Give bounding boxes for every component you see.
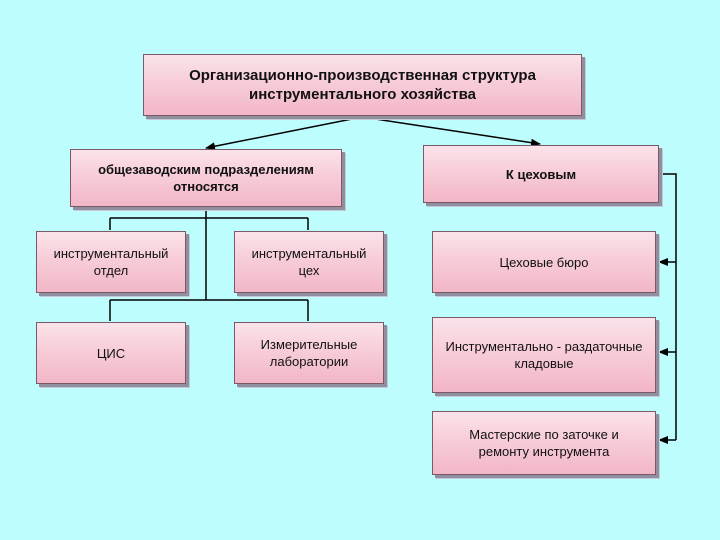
left-branch-label: общезаводским подразделениям относятся — [98, 162, 314, 194]
left-item-label: инструментальный цех — [251, 246, 367, 278]
right-branch-label: К цеховым — [505, 166, 577, 182]
right-item-label: Цеховые бюро — [499, 254, 589, 270]
left-item-measurement-labs: Измерительные лаборатории — [234, 322, 384, 384]
arrow-root-to-right — [361, 116, 541, 147]
left-item-cis: ЦИС — [36, 322, 186, 384]
right-item-label: Мастерские по заточке и ремонту инструме… — [469, 427, 619, 459]
root-label: Организационно-производственная структур… — [189, 67, 536, 103]
right-branch-box: К цеховым — [423, 145, 659, 203]
left-item-label: ЦИС — [96, 345, 126, 361]
left-item-instrument-shop: инструментальный цех — [234, 231, 384, 293]
arrow-root-to-left — [205, 116, 363, 151]
root-box: Организационно-производственная структур… — [143, 54, 582, 116]
left-branch-box: общезаводским подразделениям относятся — [70, 149, 342, 207]
left-item-label: инструментальный отдел — [53, 246, 169, 278]
right-spine-line — [659, 173, 677, 440]
left-item-label: Измерительные лаборатории — [260, 337, 358, 369]
right-item-label: Инструментально - раздаточные кладовые — [445, 339, 643, 371]
left-item-instrument-dept: инструментальный отдел — [36, 231, 186, 293]
right-item-shop-bureaus: Цеховые бюро — [432, 231, 656, 293]
right-item-sharpening-workshops: Мастерские по заточке и ремонту инструме… — [432, 411, 656, 475]
right-item-tool-storerooms: Инструментально - раздаточные кладовые — [432, 317, 656, 393]
